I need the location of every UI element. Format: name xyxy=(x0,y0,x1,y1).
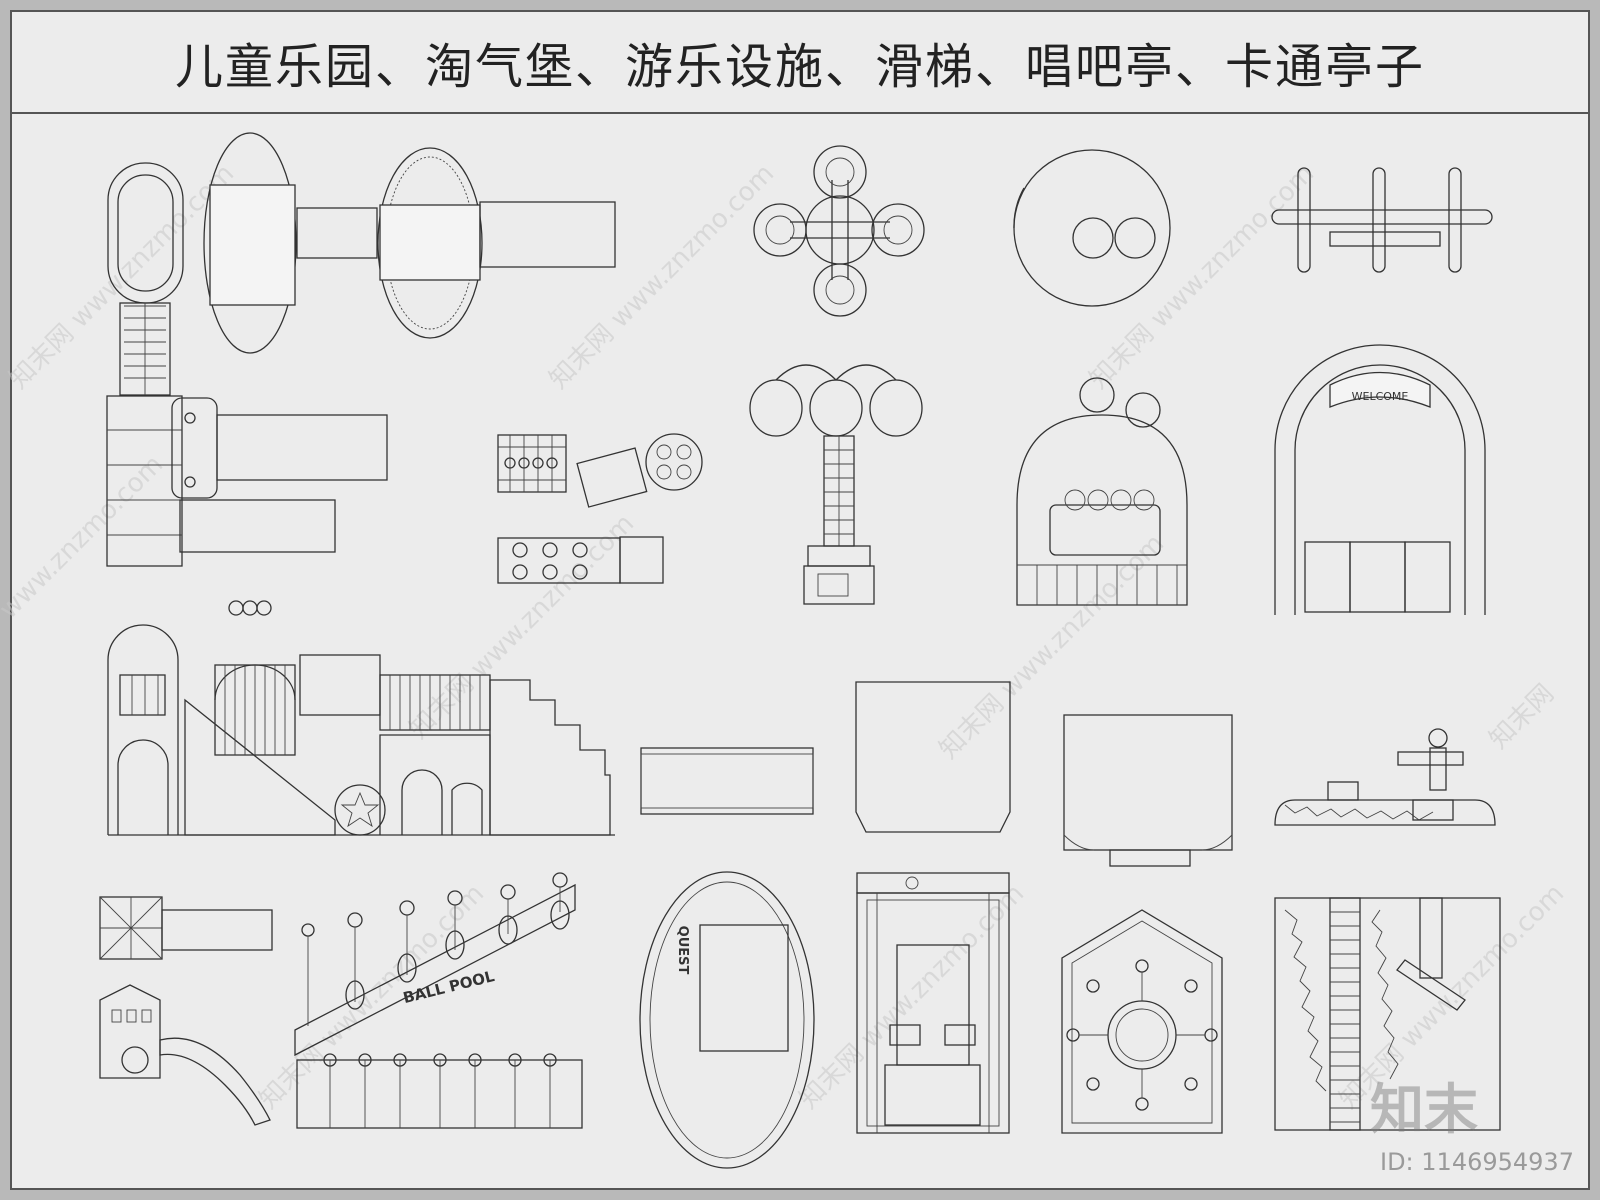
cartoon-hut-elevation xyxy=(1016,377,1188,606)
watermark: 知末网 www.znzmo.com xyxy=(404,509,640,745)
bead-bar-plan xyxy=(1271,167,1493,273)
watermark: 知末网 www.znzmo.com xyxy=(794,879,1030,1115)
watermark: 知末网 www.znzmo.com xyxy=(544,159,780,395)
watermark: 知末网 www.znzmo.com xyxy=(4,159,240,395)
equipment-blocks xyxy=(640,681,1233,867)
castle-elevation xyxy=(107,600,615,836)
cartoon-character-island xyxy=(1274,728,1496,826)
watermark: 知末网 www.znzmo.com xyxy=(934,529,1170,765)
image-id-label: ID: 1146954937 xyxy=(1380,1148,1574,1176)
karaoke-booth xyxy=(856,872,1010,1134)
quest-oval-plan: QUEST xyxy=(639,871,815,1169)
house-pavilion-plan xyxy=(1061,909,1223,1134)
welcome-arch-elevation: WELCOME xyxy=(1274,344,1486,615)
welcome-label: WELCOME xyxy=(1352,390,1409,403)
rock-pool-bridge-plan xyxy=(1274,897,1501,1131)
round-pavilion-plan xyxy=(1013,149,1171,307)
watermark: www.znzmo.com xyxy=(0,450,169,625)
abacus-and-blocks xyxy=(497,433,703,584)
quest-label: QUEST xyxy=(675,926,690,975)
four-ball-cross-plan xyxy=(753,145,925,317)
watermark: 知末网 xyxy=(1484,679,1560,755)
watermark: 知末网 www.znzmo.com xyxy=(1084,159,1320,395)
title-bar: 儿童乐园、淘气堡、游乐设施、滑梯、唱吧亭、卡通亭子 xyxy=(12,12,1588,114)
slide-tower xyxy=(99,896,273,1126)
lantern-lamp-post xyxy=(749,364,923,605)
brand-logo-watermark: 知末 xyxy=(1370,1078,1478,1141)
castle-playground-plan xyxy=(106,132,616,567)
page-title: 儿童乐园、淘气堡、游乐设施、滑梯、唱吧亭、卡通亭子 xyxy=(174,39,1425,95)
